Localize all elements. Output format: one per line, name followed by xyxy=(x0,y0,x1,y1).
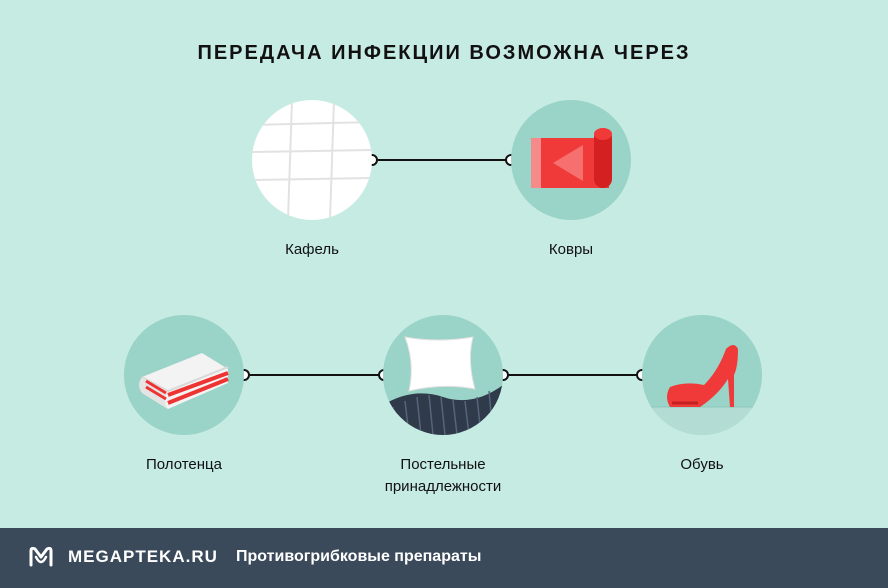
page-title: ПЕРЕДАЧА ИНФЕКЦИИ ВОЗМОЖНА ЧЕРЕЗ xyxy=(197,42,691,64)
footer-tagline: Противогрибковые препараты xyxy=(236,548,482,565)
item-label: Ковры xyxy=(548,241,594,258)
high-heel-shoe-icon xyxy=(642,315,762,435)
item-label: Полотенца xyxy=(146,456,222,473)
item-label: Обувь xyxy=(680,456,724,473)
item-label: Постельные принадлежности xyxy=(384,456,502,495)
item-bedding: Постельные принадлежности xyxy=(363,315,523,498)
brand-name[interactable]: MEGAPTEKA.RU xyxy=(68,547,218,566)
item-label: Кафель xyxy=(285,241,339,258)
megapteka-logo-icon xyxy=(28,545,54,574)
tile-icon xyxy=(252,100,372,220)
item-towels: Полотенца xyxy=(104,315,264,476)
rolled-carpet-icon xyxy=(511,100,631,220)
item-carpet: Ковры xyxy=(491,100,651,261)
footer-bar: MEGAPTEKA.RU Противогрибковые препараты xyxy=(0,528,888,588)
pillow-icon xyxy=(383,315,503,435)
folded-towel-icon xyxy=(124,315,244,435)
item-shoes: Обувь xyxy=(622,315,782,476)
item-tile: Кафель xyxy=(232,100,392,261)
